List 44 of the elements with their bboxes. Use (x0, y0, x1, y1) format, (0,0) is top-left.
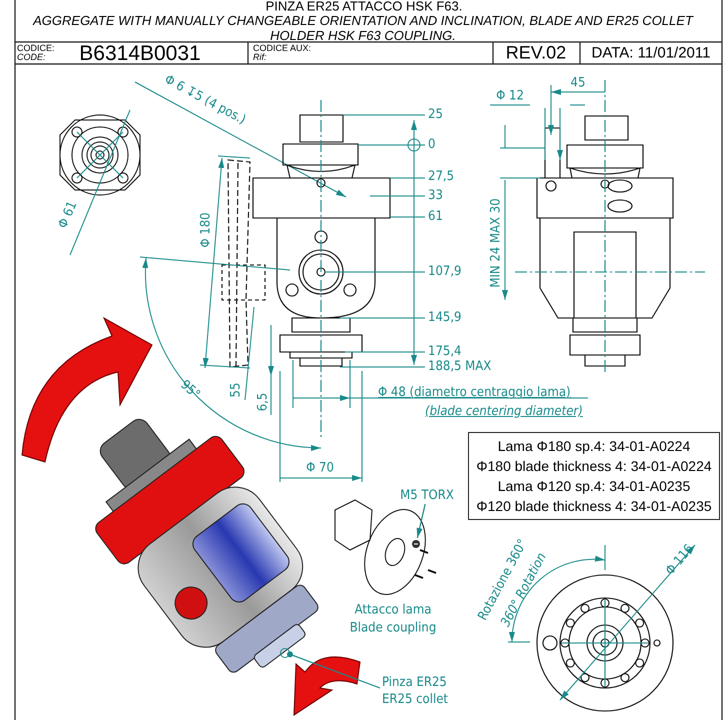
field-label: CODICE: (17, 43, 55, 53)
drawing-title: PINZA ER25 ATTACCO HSK F63. (266, 0, 462, 14)
leader-line (416, 504, 426, 538)
collet-marker (280, 648, 290, 658)
dimension-label: 107,9 (428, 264, 462, 279)
field-label: Rif: (253, 52, 266, 62)
dimension-label: 188,5 MAX (428, 359, 492, 374)
leader-label: M5 TORX (394, 488, 460, 504)
revision-value: REV.02 (506, 42, 566, 64)
dimension-label: 175,4 (428, 344, 462, 359)
date-value: DATA: 11/01/2011 (592, 44, 710, 62)
dimension-label: Φ 48 (diametro centraggio lama) (378, 385, 571, 400)
dimension-label: 33 (428, 188, 443, 203)
dimension-label: Φ 70 (306, 460, 334, 476)
dimension-label: Φ 180 (198, 212, 214, 248)
dimension-label: 145,9 (428, 310, 462, 325)
drawing-subtitle: AGGREGATE WITH MANUALLY CHANGEABLE ORIENTATION AND INCLINATION, BLADE AND ER25 COLLET HOLDER HSK F63 COUPLING. (32, 13, 695, 43)
dimension-label: (blade centering diameter) (425, 404, 583, 419)
leader-label: ER25 collet (382, 691, 449, 708)
dimension-label: 95° (177, 378, 203, 402)
dimension-label: Φ 12 (496, 88, 524, 104)
dimension-label: Φ 61 (56, 199, 80, 231)
part-caption: Attacco lama (354, 602, 432, 618)
part-list-line: Lama Φ180 sp.4: 34-01-A0224 (498, 437, 690, 456)
dimension-label: 0 (428, 137, 436, 152)
code-value: B6314B0031 (79, 42, 201, 66)
screw-icon (410, 538, 422, 550)
dimension-label: 6,5 (256, 392, 270, 412)
part-list-line: Φ120 blade thickness 4: 34-01-A0235 (476, 497, 712, 516)
dimension-label: 55 (228, 382, 244, 398)
dimension-label: 45 (570, 76, 586, 90)
leader-label: Pinza ER25 (382, 674, 448, 691)
dimension-label: 25 (428, 107, 443, 122)
part-list-line: Φ180 blade thickness 4: 34-01-A0224 (476, 457, 712, 476)
part-caption: Blade coupling (350, 620, 436, 636)
dimension-label: MIN 24 MAX 30 (488, 198, 504, 288)
part-list-line: Lama Φ120 sp.4: 34-01-A0235 (498, 477, 690, 496)
field-label: CODE: (17, 52, 46, 62)
dimension-label: 27,5 (428, 169, 454, 184)
dimension-label: Φ 6 ↧5 (4 pos.) (162, 72, 248, 128)
leader-line (287, 651, 380, 689)
part-list-box (468, 432, 720, 520)
field-label: CODICE AUX: (253, 43, 312, 53)
dimension-label: 61 (428, 209, 443, 224)
